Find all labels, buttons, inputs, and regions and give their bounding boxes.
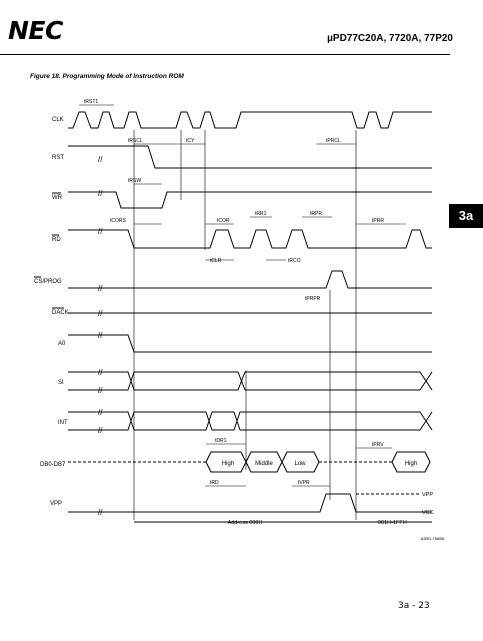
drawing-code: 83RD-7588B (421, 536, 444, 541)
address-range-label: 001H-1FFH (378, 520, 407, 526)
tparam-trsw: tRSW (128, 178, 141, 184)
si-waveform (68, 371, 433, 391)
a0-waveform (68, 334, 432, 353)
label-dack: DACK (52, 310, 69, 316)
svg-text://: // (98, 227, 103, 236)
svg-text://: // (98, 155, 103, 164)
tparam-tprv: tPRV (372, 442, 384, 448)
label-rst: RST (52, 155, 64, 161)
svg-text://: // (98, 331, 103, 340)
tparam-trco: tRCO (288, 258, 301, 264)
vpp-level-label: VPP (422, 492, 433, 498)
vcc-level-label: VCC (422, 510, 434, 516)
si-waveform-b (68, 371, 433, 391)
int-waveform (68, 411, 433, 431)
nec-logo: NEC (8, 16, 63, 45)
db-label-high: High (222, 461, 234, 467)
svg-text://: // (98, 386, 103, 395)
db-label-high-2: High (405, 461, 417, 467)
figure-title: Figure 18. Programming Mode of Instructi… (30, 73, 184, 80)
address-label: Address 000H (228, 520, 263, 526)
rst-waveform (68, 145, 432, 169)
svg-text://: // (98, 309, 103, 318)
tparam-tdr1: tDR1 (215, 438, 227, 444)
label-wr: WR (52, 195, 63, 201)
label-cs-prog: CS/PROG (34, 279, 62, 285)
db-label-middle: Middle (255, 461, 273, 467)
tparam-trr1: tRR1 (255, 211, 267, 217)
part-numbers: µPD77C20A, 7720A, 77P20 (327, 33, 453, 44)
label-int: INT (58, 420, 68, 426)
db-label-low: Low (294, 461, 306, 467)
tparam-trscl: tRSCL (128, 138, 143, 144)
svg-text://: // (98, 189, 103, 198)
tparam-tcors: tCORS (110, 218, 127, 224)
svg-text://: // (98, 284, 103, 293)
tparam-tvpr: tVPR (298, 480, 310, 486)
cs-waveform (68, 270, 432, 289)
header-rule (0, 54, 450, 55)
tparam-tcor: tCOR (217, 218, 230, 224)
tparam-trpr: tRPR (310, 211, 322, 217)
tparam-trst1: tRST1 (84, 99, 98, 105)
svg-text://: // (98, 508, 103, 517)
clk-waveform (68, 111, 432, 129)
label-db: DB0-DB7 (40, 462, 66, 468)
svg-text://: // (98, 408, 103, 417)
rd-waveform (68, 229, 432, 249)
tparam-tprpr: tPRPR (305, 296, 321, 302)
section-tab: 3a (449, 204, 483, 228)
tparam-tclr: tCLR (210, 258, 222, 264)
tparam-tprcl: tPRCL (326, 138, 341, 144)
int-waveform-b (68, 411, 433, 431)
db-box-high-2 (391, 451, 431, 473)
svg-text://: // (98, 426, 103, 435)
tparam-tprr: tPRR (372, 218, 384, 224)
label-a0: A0 (58, 341, 66, 347)
vpp-waveform (68, 493, 432, 513)
wr-waveform (68, 191, 432, 209)
page-number: 3a - 23 (398, 601, 430, 611)
label-rd: RD (52, 237, 61, 243)
svg-text://: // (98, 368, 103, 377)
tparam-trd: tRD (210, 480, 219, 486)
label-clk: CLK (52, 117, 64, 123)
label-si: SI (58, 380, 64, 386)
label-vpp: VPP (50, 501, 62, 507)
tparam-tcy: tCY (186, 138, 195, 144)
